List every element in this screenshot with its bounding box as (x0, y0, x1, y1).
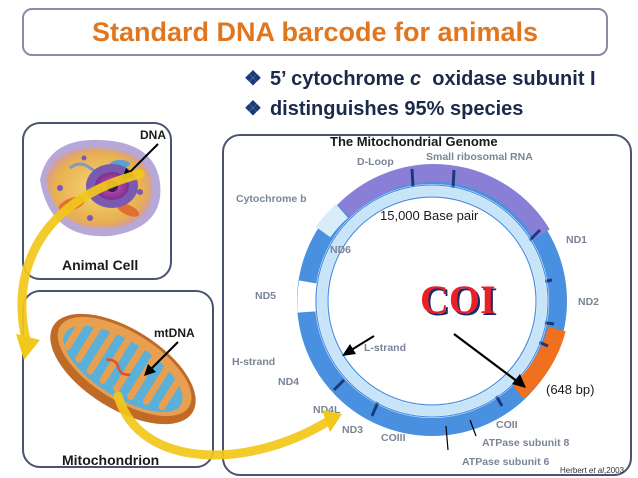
label-cytb: Cytochrome b (236, 193, 307, 205)
citation-suffix: ,2003 (604, 466, 625, 475)
label-nd1: ND1 (566, 234, 588, 246)
coi-arc (511, 326, 566, 399)
label-dloop: D-Loop (357, 156, 394, 168)
label-nd6: ND6 (330, 244, 352, 256)
dna-label: DNA (140, 128, 166, 142)
genome-ring-diagram (297, 164, 567, 451)
coi-arrow (453, 333, 519, 383)
label-coii: COII (496, 419, 518, 431)
label-atp8: ATPase subunit 8 (482, 437, 570, 449)
bullet-1-suffix: oxidase subunit I (421, 68, 596, 90)
label-nd4l: ND4L (313, 404, 341, 416)
label-hstrand: H-strand (232, 356, 276, 368)
bullet-2-text: distinguishes 95% species (269, 98, 524, 120)
label-lstrand: L-strand (364, 342, 406, 354)
bullet-1-text: 5’ cytochrome (269, 68, 410, 90)
bullet-1-italic: c (410, 68, 422, 90)
citation-italic: et al (588, 466, 605, 475)
title-box: Standard DNA barcode for animals (22, 8, 608, 56)
base-pair-label: 15,000 Base pair (380, 208, 479, 223)
diamond-bullet-icon: ❖ (244, 68, 262, 90)
inner-ring (317, 186, 547, 416)
citation-prefix: Herbert (560, 466, 589, 475)
animal-cell-caption: Animal Cell (62, 257, 139, 273)
ring-gap (297, 280, 317, 313)
dloop-arc (337, 164, 550, 239)
label-nd2: ND2 (578, 296, 600, 308)
coi-length: (648 bp) (546, 382, 595, 397)
label-atp6: ATPase subunit 6 (462, 456, 550, 468)
slide-title: Standard DNA barcode for animals (91, 16, 539, 47)
bullet-2: ❖ distinguishes 95% species (244, 96, 523, 121)
label-nd5: ND5 (255, 290, 277, 302)
mtdna-arrow (144, 341, 179, 376)
label-nd3: ND3 (342, 424, 364, 436)
mitochondrion-caption: Mitochondrion (62, 452, 160, 468)
bullet-1: ❖ 5’ cytochrome c oxidase subunit I (244, 66, 596, 91)
coi-label: COI (420, 277, 496, 322)
citation: Herbert et al,2003 (560, 466, 624, 475)
genome-heading: The Mitochondrial Genome (330, 134, 498, 149)
ring-gap (315, 204, 349, 238)
diamond-bullet-icon: ❖ (244, 98, 262, 120)
label-coiii: COIII (381, 432, 406, 444)
label-small-rrna: Small ribosomal RNA (426, 151, 533, 163)
mtdna-label: mtDNA (154, 326, 195, 340)
label-nd4: ND4 (278, 376, 300, 388)
dna-arrow (122, 143, 159, 180)
